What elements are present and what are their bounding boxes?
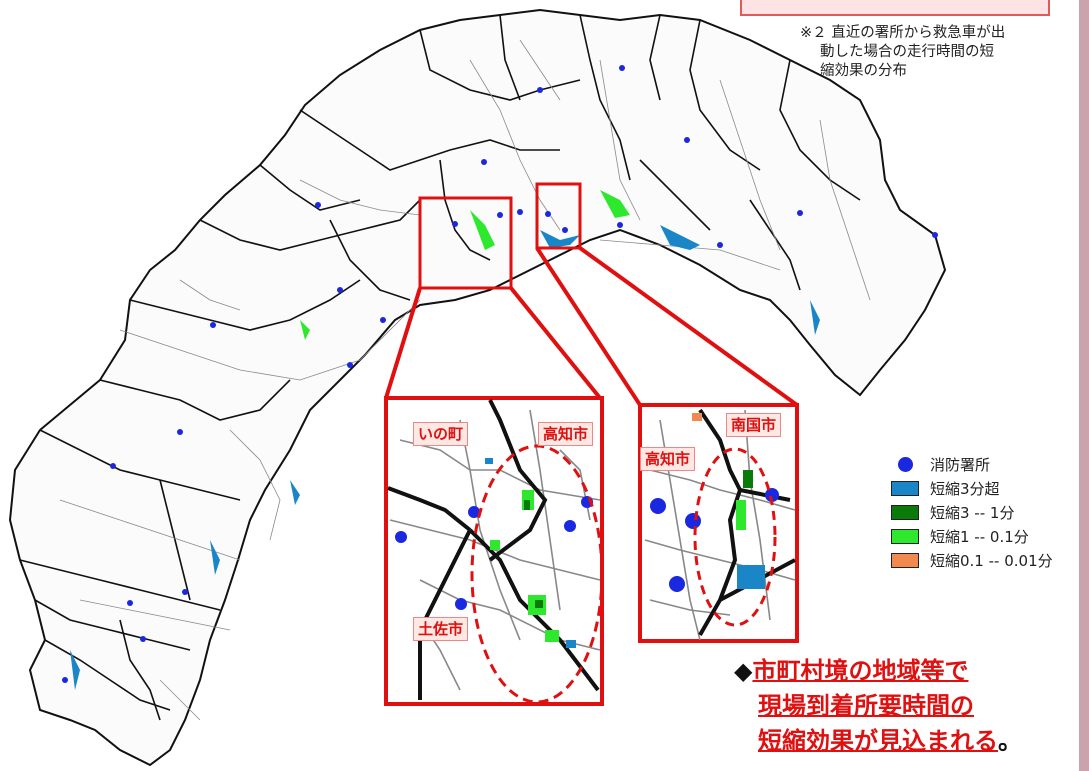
road-network: [59, 39, 871, 721]
legend-label: 短縮3分超: [930, 479, 1000, 498]
inset-marker-left: [418, 196, 513, 290]
label-tosa: 土佐市: [413, 617, 469, 641]
coast-effects: [70, 190, 820, 690]
callout-line-3: 短縮効果が見込まれる。: [734, 724, 1079, 759]
callout-line-1: ◆市町村境の地域等で: [734, 654, 1079, 689]
legend-label: 短縮0.1 -- 0.01分: [930, 551, 1053, 570]
swatch-icon: [891, 480, 919, 496]
inset-marker-right: [535, 182, 582, 250]
right-edge-bar: [1079, 0, 1089, 771]
label-nankoku: 南国市: [726, 413, 782, 437]
legend-item-1-01: 短縮1 -- 0.1分: [888, 524, 1083, 548]
callout: ◆市町村境の地域等で 現場到着所要時間の 短縮効果が見込まれる。: [734, 654, 1079, 759]
inset-left-panel: [384, 396, 604, 706]
legend-label: 短縮1 -- 0.1分: [930, 527, 1029, 546]
note-line-2: 動した場合の走行時間の短: [820, 44, 994, 60]
station-dot-icon: [897, 456, 913, 472]
label-ino: いの町: [413, 422, 469, 446]
bullet-icon: ◆: [734, 657, 753, 685]
municipal-boundaries: [19, 14, 861, 721]
legend: 消防署所 短縮3分超 短縮3 -- 1分 短縮1 -- 0.1分 短縮0.1 -…: [888, 452, 1083, 572]
note-mark: ※２: [800, 25, 827, 41]
title-box: [740, 0, 1050, 16]
fire-stations: [62, 65, 938, 683]
note-line-1: ※２ 直近の署所から救急車が出: [800, 24, 1080, 43]
note-line-3: 縮効果の分布: [820, 63, 907, 79]
legend-label: 短縮3 -- 1分: [930, 503, 1015, 522]
swatch-icon: [891, 504, 919, 520]
legend-label: 消防署所: [930, 455, 991, 474]
label-kochi-left: 高知市: [538, 422, 594, 446]
callout-text-2: 現場到着所要時間の: [758, 692, 974, 720]
callout-text-1: 市町村境の地域等で: [752, 657, 969, 685]
swatch-icon: [891, 528, 919, 544]
swatch-icon: [891, 552, 919, 568]
note: ※２ 直近の署所から救急車が出 動した場合の走行時間の短 縮効果の分布: [800, 24, 1080, 81]
legend-item-station: 消防署所: [888, 452, 1083, 476]
legend-item-3-1: 短縮3 -- 1分: [888, 500, 1083, 524]
callout-line-2: 現場到着所要時間の: [734, 689, 1079, 724]
inset-right-panel: [638, 403, 799, 643]
inset-connectors: [384, 246, 799, 407]
note-text-1: 直近の署所から救急車が出: [831, 25, 1006, 41]
legend-item-01-001: 短縮0.1 -- 0.01分: [888, 548, 1083, 572]
legend-item-over3: 短縮3分超: [888, 476, 1083, 500]
callout-text-3: 短縮効果が見込まれる: [758, 727, 998, 755]
prefecture-outline: [8, 8, 947, 767]
inset-markers: [418, 182, 582, 290]
label-kochi-right: 高知市: [640, 447, 696, 471]
callout-period: 。: [998, 727, 1022, 755]
